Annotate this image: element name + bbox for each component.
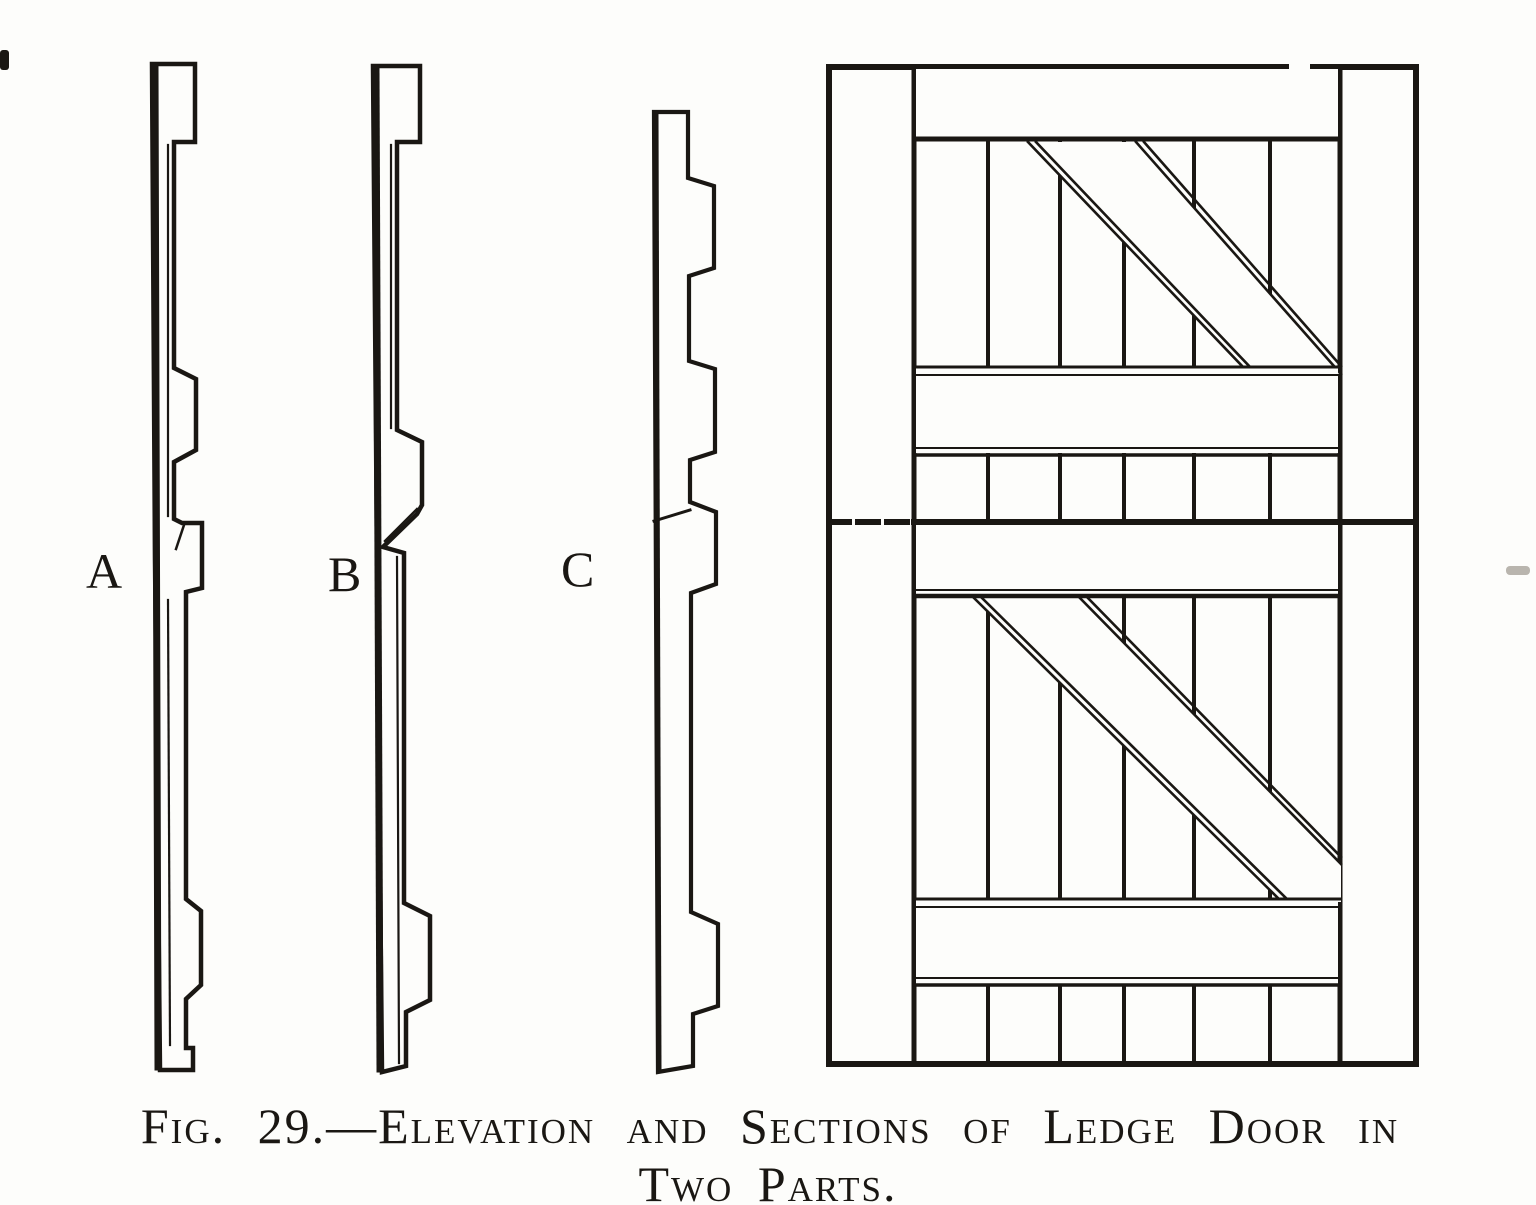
door-ledge-bottom: [912, 897, 1342, 987]
section-a-lap-detail-line: [174, 523, 186, 551]
top-line-scan-gap: [1289, 60, 1310, 73]
section-labels: A B C: [86, 541, 594, 602]
door-brace-upper-board: [1028, 142, 1341, 374]
section-b-brace-cut-line: [383, 507, 419, 543]
ink-drawing-layer: A B C Fig. 29.—Elevation and Sections of…: [86, 60, 1419, 1205]
section-c-meeting-line: [652, 508, 692, 523]
section-a-joint-line-lower: [166, 598, 172, 1047]
section-b-profile: [370, 63, 433, 1075]
section-b-heavy-edge: [372, 65, 384, 1073]
door-ledges: [911, 69, 1343, 987]
door-brace-lower: [970, 594, 1343, 904]
caption-line-1: Fig. 29.—Elevation and Sections of Ledge…: [141, 1098, 1399, 1154]
door-brace-upper: [1026, 140, 1343, 376]
door-brace-lower-edges: [970, 594, 1343, 904]
section-b-outline: [370, 63, 433, 1075]
door-brace-upper-edges: [1026, 140, 1343, 376]
caption-line-2: Two Parts.: [638, 1156, 897, 1205]
scan-speck: [0, 50, 9, 70]
section-c-outline: [651, 109, 721, 1075]
door-brace-lower-board: [972, 596, 1341, 902]
section-label-a: A: [86, 543, 122, 599]
door-ledge-middle: [912, 365, 1342, 457]
scan-speck: [1506, 566, 1530, 575]
figure-caption: Fig. 29.—Elevation and Sections of Ledge…: [141, 1098, 1399, 1205]
scan-artifacts: [0, 50, 1530, 575]
section-b-joint-line-lower: [395, 555, 401, 1065]
door-ledge-lower-top: [911, 524, 1343, 599]
section-c-heavy-edge: [653, 112, 662, 1072]
section-label-c: C: [561, 541, 594, 597]
section-a-heavy-edge: [151, 63, 162, 1071]
section-label-b: B: [328, 546, 361, 602]
section-c-profile: [651, 109, 721, 1075]
door-ledge-top: [911, 69, 1343, 142]
door-elevation: [826, 60, 1419, 1067]
section-a-outline: [149, 61, 205, 1073]
section-a-profile: [149, 61, 205, 1073]
